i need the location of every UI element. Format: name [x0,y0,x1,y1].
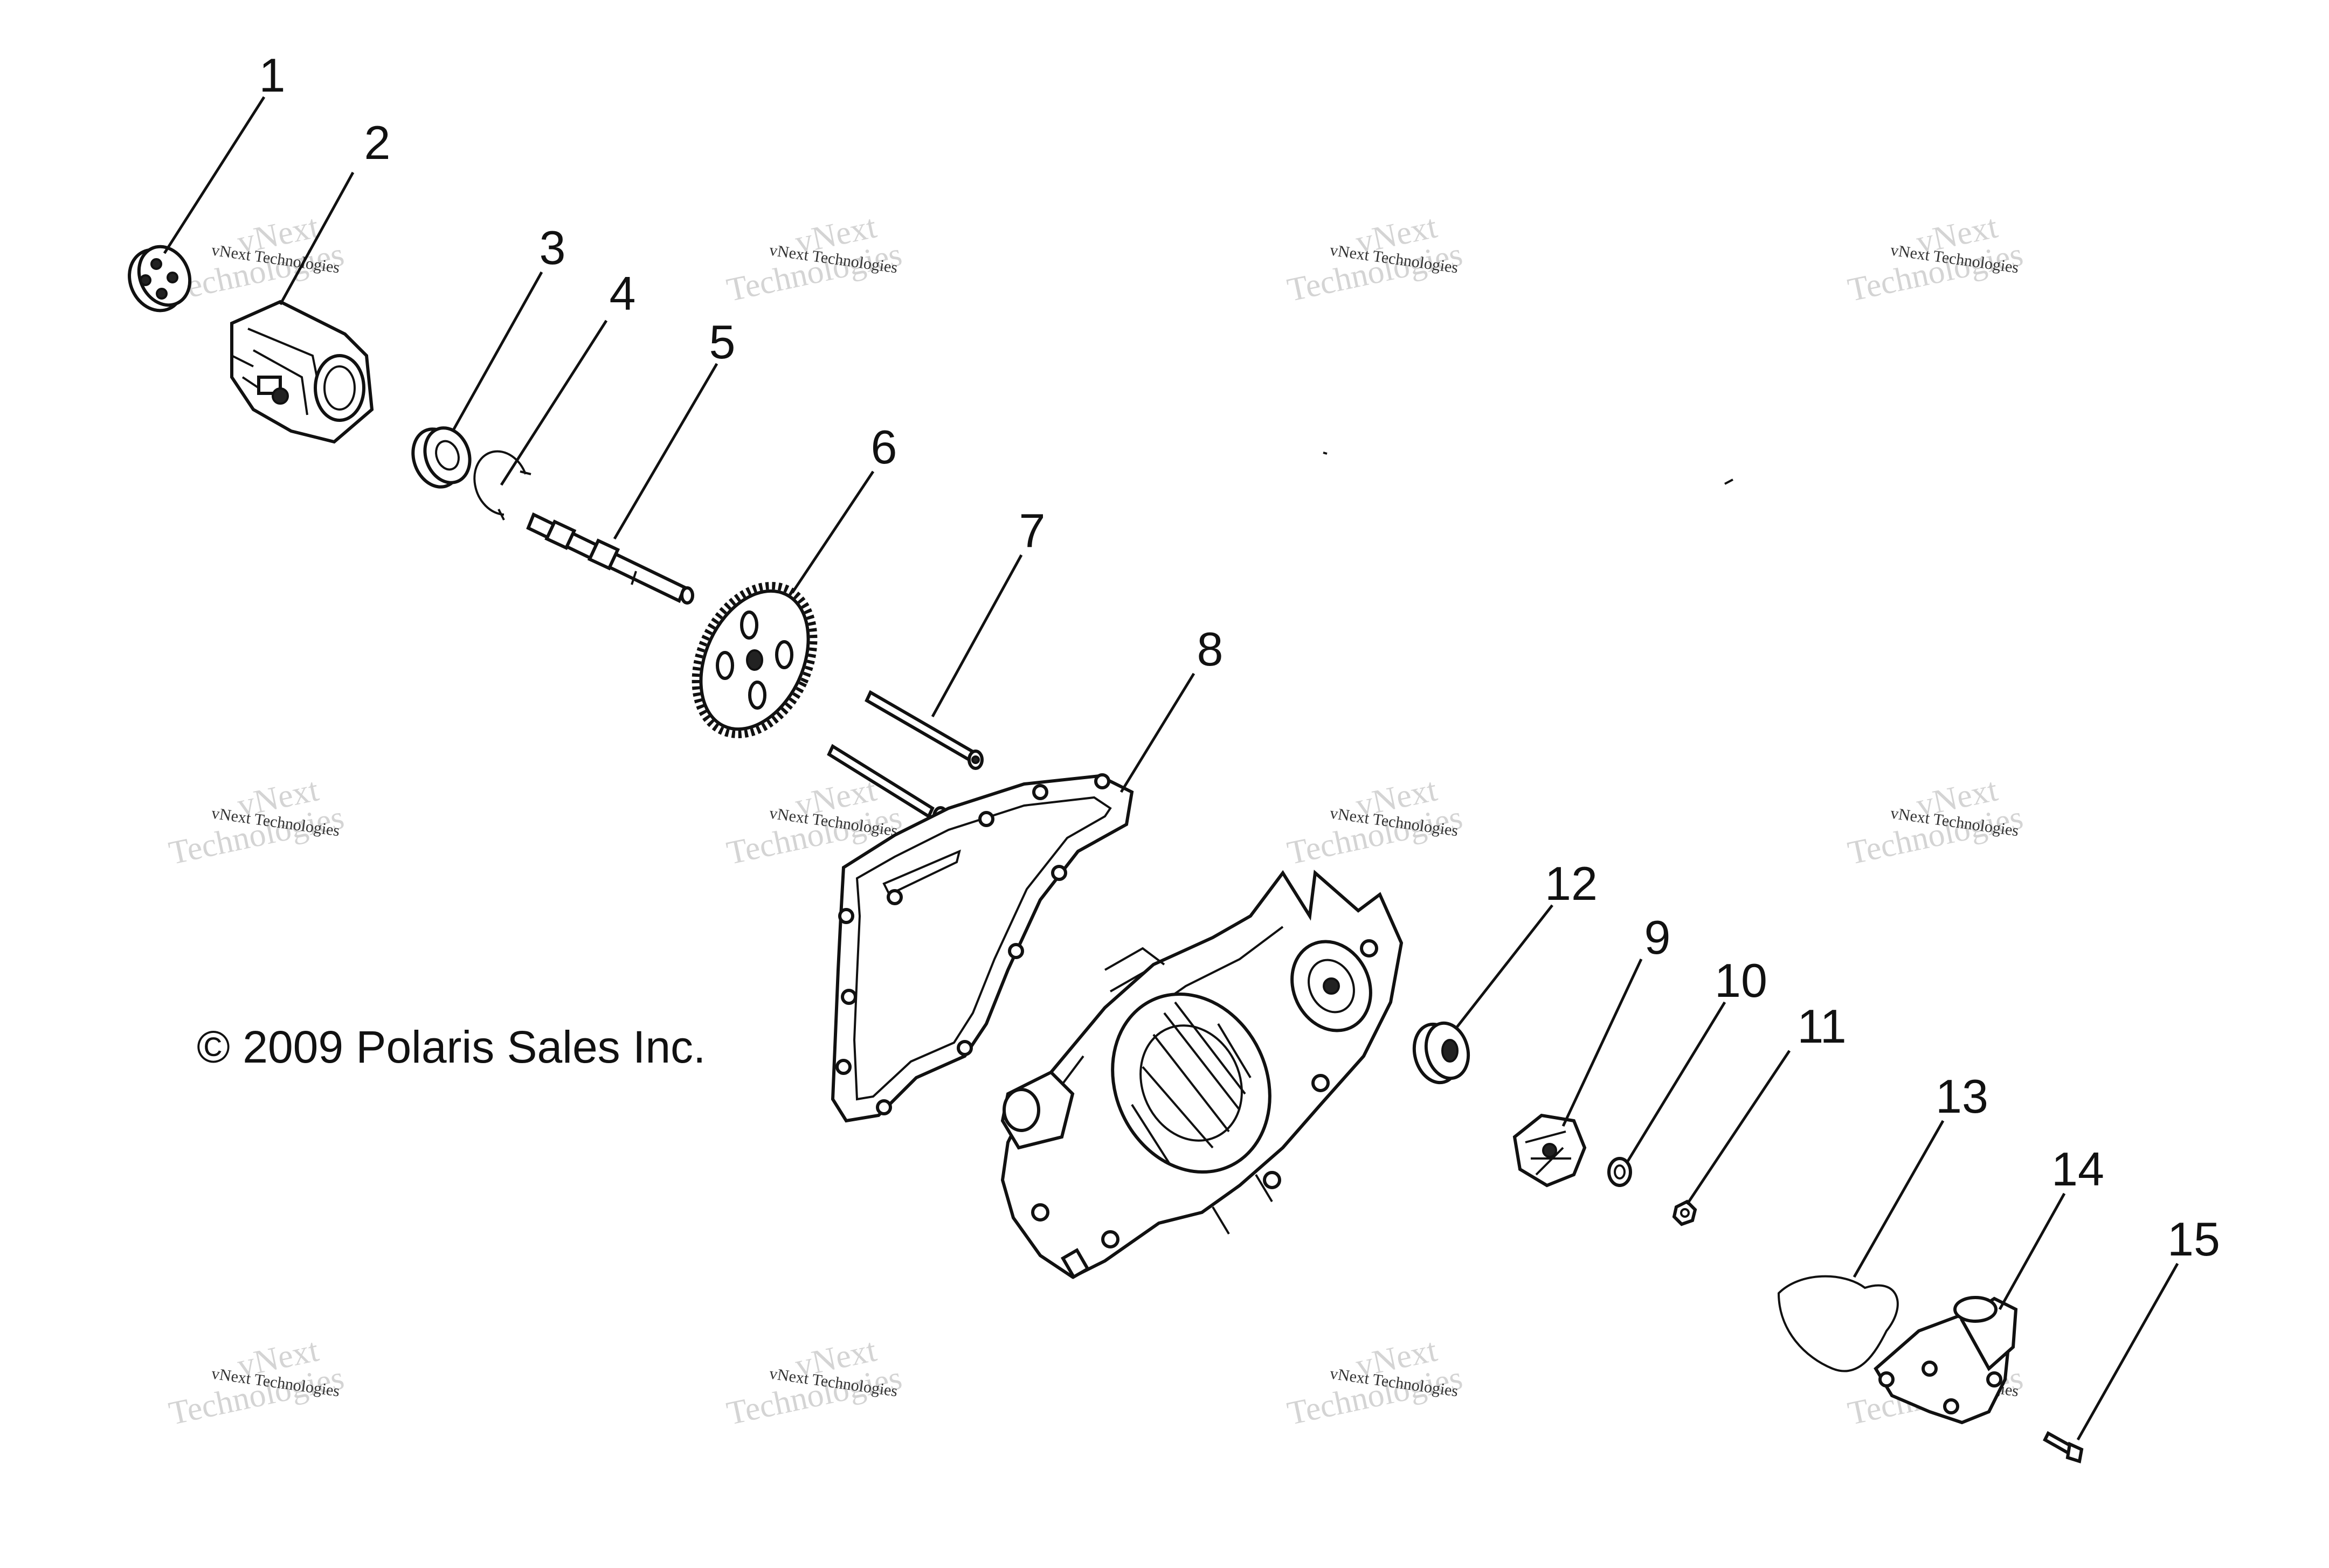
leader-10 [1626,1001,1726,1162]
part-11-nut [1672,1199,1697,1226]
leader-5 [613,363,718,540]
leader-4 [500,320,608,486]
leader-3 [451,271,543,432]
part-3-bearing [411,426,472,489]
part-7-bolts [827,690,984,827]
callout-8: 8 [1197,622,1224,676]
leader-11 [1685,1050,1791,1205]
callout-5: 5 [709,315,736,369]
stray-mark [1724,478,1733,485]
callout-10: 10 [1715,954,1767,1007]
callout-1: 1 [259,48,286,102]
callout-14: 14 [2051,1142,2104,1196]
part-10-washer [1607,1157,1632,1187]
part-2-pump-housing [230,300,374,444]
leader-8 [1119,672,1195,793]
leader-2 [279,171,355,306]
part-1-rotor [128,245,192,313]
callout-9: 9 [1644,911,1671,964]
copyright-notice: © 2009 Polaris Sales Inc. [197,1022,706,1072]
leader-7 [931,554,1023,718]
callout-7: 7 [1019,504,1046,557]
leader-15 [2076,1262,2179,1441]
callout-11: 11 [1797,1000,1846,1053]
part-15-bolt [2043,1431,2084,1463]
callout-13: 13 [1936,1070,1988,1123]
leader-13 [1853,1120,1945,1278]
part-6-gear [692,581,818,739]
callout-6: 6 [871,420,897,474]
callout-2: 2 [364,116,391,169]
part-12-seal [1412,1021,1470,1085]
leader-6 [791,470,875,594]
callout-labels: 1 2 3 4 5 6 7 8 12 9 10 11 13 14 15 [259,48,2220,1266]
leader-lines [163,96,2179,1441]
stator-cover [1000,870,1404,1279]
part-5-shaft [526,512,694,605]
leader-9 [1561,958,1643,1127]
leader-12 [1454,904,1553,1030]
leader-1 [163,96,266,254]
stray-mark [1323,452,1328,455]
part-14-pump-cover [1874,1296,2018,1425]
part-4-snap-ring [473,450,531,521]
callout-3: 3 [540,221,566,274]
callout-4: 4 [610,267,636,320]
part-9-impeller [1512,1113,1587,1188]
part-8-gasket [831,773,1134,1123]
callout-12: 12 [1545,857,1598,910]
part-13-o-ring [1777,1275,1899,1372]
callout-15: 15 [2167,1212,2220,1266]
leader-14 [1998,1192,2066,1310]
